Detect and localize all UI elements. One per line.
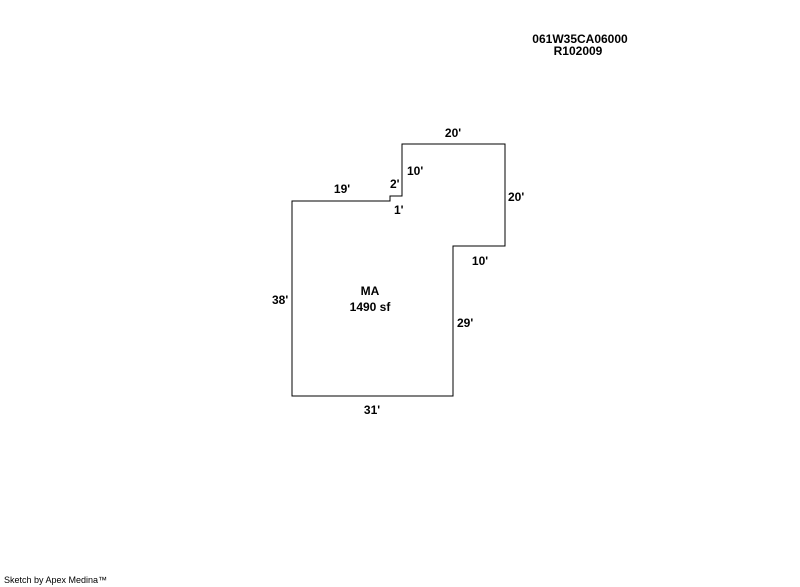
dim-top: 20' [445,126,461,140]
dim-left-side: 38' [272,293,288,307]
area-value: 1490 sf [350,300,392,314]
parcel-id: 061W35CA06000 [532,32,628,46]
account-id: R102009 [553,44,603,58]
dim-step-inner: 1' [394,203,404,217]
dim-step-small: 2' [390,177,400,191]
dim-right-step: 10' [472,254,488,268]
dim-bottom: 31' [364,403,380,417]
dim-right-lower: 29' [457,316,473,330]
sketch-credit: Sketch by Apex Medina™ [4,575,108,585]
dim-right-upper: 20' [508,190,524,204]
dim-left-top: 19' [334,182,350,196]
building-outline [291,143,506,397]
area-label: MA [361,284,380,298]
dim-inner-upper-left: 10' [407,164,423,178]
